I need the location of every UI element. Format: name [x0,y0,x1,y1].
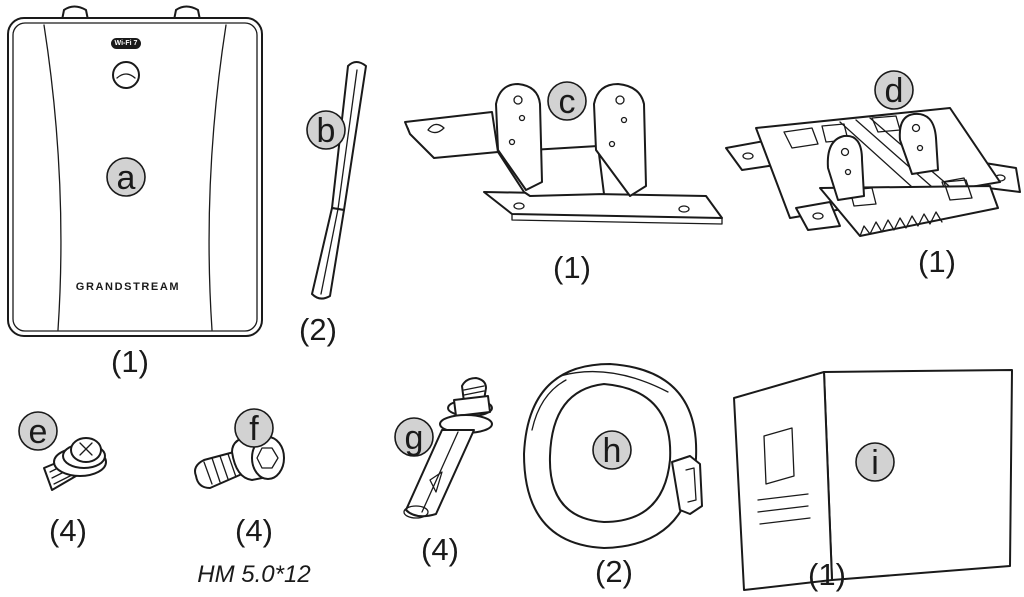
label-letter-f: f [249,410,259,448]
quantity-d: (1) [918,244,956,279]
label-badge-e: e [18,411,58,451]
mounting-bracket-illustration [404,83,723,225]
label-letter-d: d [885,72,904,110]
label-letter-a: a [117,159,136,197]
hex-socket-screw-illustration [194,435,285,489]
label-badge-i: i [855,442,895,482]
label-badge-c: c [547,81,587,121]
label-letter-c: c [559,83,576,121]
label-badge-h: h [592,430,632,470]
label-letter-b: b [317,112,336,150]
washer-screw-illustration [43,437,107,491]
quick-guide-illustration [733,369,1013,591]
expansion-bolt-illustration [403,377,493,519]
quantity-h: (2) [595,554,633,589]
quantity-b: (2) [299,312,337,347]
label-badge-f: f [234,408,274,448]
label-badge-d: d [874,70,914,110]
quantity-a: (1) [111,344,149,379]
quantity-c: (1) [553,250,591,285]
label-letter-g: g [405,419,424,457]
label-letter-e: e [29,413,48,451]
quantity-e: (4) [49,513,87,548]
label-letter-i: i [871,444,879,482]
brand-text: GRANDSTREAM [76,281,180,293]
quantity-i: (1) [808,557,846,592]
antenna-illustration [311,61,367,300]
wifi-7-badge: Wi-Fi 7 [115,40,138,47]
quantity-g: (4) [421,532,459,567]
label-badge-g: g [394,417,434,457]
screw-spec-label: HM 5.0*12 [197,561,310,588]
label-letter-h: h [603,432,622,470]
quantity-f: (4) [235,513,273,548]
label-badge-b: b [306,110,346,150]
pole-bracket-illustration [725,107,1021,237]
label-badge-a: a [106,157,146,197]
